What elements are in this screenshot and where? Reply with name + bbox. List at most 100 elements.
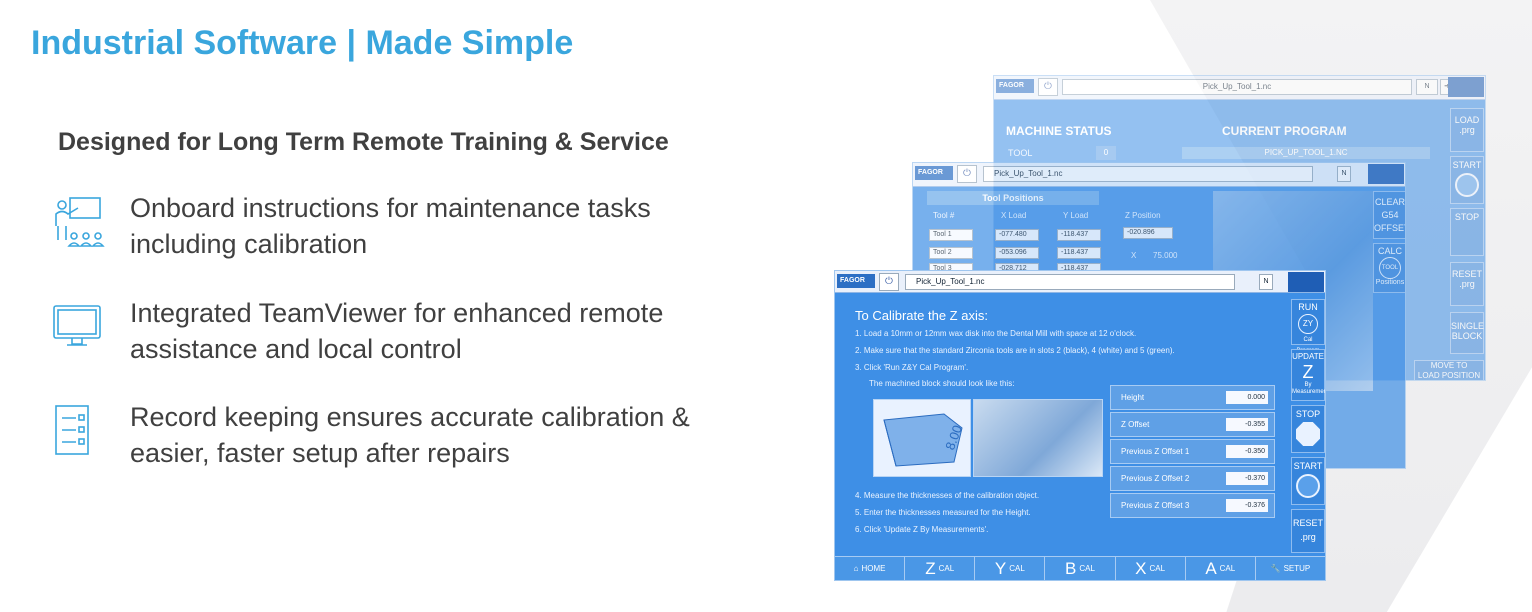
cal-label: CAL: [1219, 564, 1236, 573]
axis-letter: X: [1135, 558, 1147, 578]
step-text: 4. Measure the thicknesses of the calibr…: [855, 491, 1040, 500]
col-header: Tool #: [933, 211, 955, 220]
calc-label: CALC: [1377, 246, 1402, 256]
move-to-label: MOVE TO: [1430, 361, 1468, 370]
machine-photo: [973, 399, 1103, 477]
z-offset-input[interactable]: -0.355: [1226, 418, 1268, 431]
reset-button[interactable]: RESET .prg: [1450, 262, 1484, 306]
z-position-label: Z Position: [1125, 211, 1161, 220]
status-clock: [1288, 272, 1324, 292]
screen-topbar: FAGOR ⏻ Pick_Up_Tool_1.nc N ➜: [994, 76, 1485, 100]
z-label: Z: [1302, 362, 1314, 382]
stop-hand-icon: [1296, 422, 1320, 446]
run-cal-program-button[interactable]: RUN ZY Cal Program: [1291, 299, 1325, 354]
stop-label: STOP: [1454, 212, 1480, 222]
measurements-label: Measurements: [1292, 389, 1325, 395]
stop-button[interactable]: STOP: [1291, 405, 1325, 453]
col-header: Y Load: [1063, 211, 1089, 220]
start-button[interactable]: START: [1291, 457, 1325, 505]
feature-item: Record keeping ensures accurate calibrat…: [130, 399, 690, 471]
offset-row: Previous Z Offset 1 -0.350: [1110, 439, 1275, 464]
start-button[interactable]: START: [1450, 156, 1484, 204]
step-text: The machined block should look like this…: [869, 379, 1015, 388]
tool-positions-title: Tool Positions: [927, 191, 1099, 205]
feature-item: Onboard instructions for maintenance tas…: [130, 190, 651, 262]
mode-indicator: N: [1337, 166, 1351, 182]
a-cal-button[interactable]: A CAL: [1186, 557, 1256, 580]
update-label: UPDATE: [1292, 352, 1324, 361]
prev-offset-1: -0.350: [1226, 445, 1268, 458]
power-icon[interactable]: ⏻: [957, 165, 977, 183]
x-load-field[interactable]: -053.096: [995, 247, 1039, 259]
tool-value: 0: [1096, 146, 1116, 160]
offset-label: Previous Z Offset 3: [1121, 501, 1190, 510]
single-label: SINGLE: [1451, 321, 1485, 331]
offset-label: Z Offset: [1121, 420, 1150, 429]
offset-row: Z Offset -0.355: [1110, 412, 1275, 437]
reset-ext: .prg: [1300, 532, 1316, 542]
by-label: By: [1304, 382, 1312, 388]
cal-label: CAL: [1149, 564, 1166, 573]
x-label: X: [1131, 251, 1137, 260]
power-icon[interactable]: ⏻: [1038, 78, 1058, 96]
program-filename: Pick_Up_Tool_1.nc: [983, 166, 1313, 182]
current-program-title: CURRENT PROGRAM: [1222, 124, 1347, 138]
x-cal-button[interactable]: X CAL: [1116, 557, 1186, 580]
calc-tool-button[interactable]: CALC TOOL Positions: [1373, 243, 1405, 293]
tool-name: Tool 2: [929, 247, 973, 259]
y-load-field[interactable]: -118.437: [1057, 247, 1101, 259]
offset-row: Previous Z Offset 3 -0.376: [1110, 493, 1275, 518]
height-input[interactable]: 0.000: [1226, 391, 1268, 404]
start-label: START: [1452, 160, 1482, 170]
bottom-nav: ⌂ HOME Z CAL Y CAL B CAL X CAL A CAL 🔧 S…: [835, 556, 1325, 580]
x-load-field[interactable]: -077.480: [995, 229, 1039, 241]
b-cal-button[interactable]: B CAL: [1045, 557, 1116, 580]
mode-indicator: N: [1416, 79, 1438, 95]
reset-button[interactable]: RESET .prg: [1291, 509, 1325, 553]
trainer-presentation-icon: [52, 196, 108, 250]
offset-label: Previous Z Offset 1: [1121, 447, 1190, 456]
feature-line: including calibration: [130, 229, 368, 259]
feature-line: easier, faster setup after repairs: [130, 438, 510, 468]
load-ext: .prg: [1459, 125, 1475, 135]
cnc-screen-front: FAGOR ⏻ Pick_Up_Tool_1.nc N To Calibrate…: [834, 270, 1326, 581]
program-filename: Pick_Up_Tool_1.nc: [1062, 79, 1412, 95]
y-cal-button[interactable]: Y CAL: [975, 557, 1046, 580]
step-text: 2. Make sure that the standard Zirconia …: [855, 346, 1175, 355]
g54-label: G54: [1381, 210, 1399, 220]
offset-table: Height 0.000 Z Offset -0.355 Previous Z …: [1110, 385, 1275, 520]
screen-topbar: FAGOR ⏻ Pick_Up_Tool_1.nc N: [835, 271, 1325, 293]
update-z-button[interactable]: UPDATE Z By Measurements: [1291, 349, 1325, 401]
zy-icon: ZY: [1298, 314, 1318, 334]
stop-button[interactable]: STOP: [1450, 208, 1484, 256]
power-icon[interactable]: ⏻: [879, 273, 899, 291]
machined-block-image: 8.00: [873, 399, 971, 477]
step-text: 5. Enter the thicknesses measured for th…: [855, 508, 1031, 517]
offset-label: Height: [1121, 393, 1145, 402]
clear-offset-button[interactable]: CLEAR G54 OFFSET: [1373, 191, 1405, 239]
offset-row: Height 0.000: [1110, 385, 1275, 410]
offset-row: Previous Z Offset 2 -0.370: [1110, 466, 1275, 491]
z-position-field[interactable]: -020.896: [1123, 227, 1173, 239]
positions-label: Positions: [1375, 279, 1405, 286]
axis-letter: B: [1065, 558, 1077, 578]
stop-label: STOP: [1295, 409, 1321, 419]
setup-button[interactable]: 🔧 SETUP: [1256, 557, 1325, 580]
page-title: Industrial Software | Made Simple: [31, 24, 574, 62]
feature-line: assistance and local control: [130, 334, 462, 364]
fagor-logo: FAGOR: [915, 166, 953, 180]
run-label: RUN: [1298, 302, 1318, 312]
clear-label: CLEAR: [1374, 197, 1405, 207]
cal-label: CAL: [1009, 564, 1025, 573]
cal-label: CAL: [938, 564, 955, 573]
block-label: BLOCK: [1451, 331, 1483, 341]
load-button[interactable]: LOAD .prg: [1450, 108, 1484, 152]
home-button[interactable]: ⌂ HOME: [835, 557, 906, 580]
move-to-load-button[interactable]: MOVE TO LOAD POSITION: [1414, 360, 1484, 380]
z-cal-button[interactable]: Z CAL: [905, 557, 976, 580]
monitor-icon: [52, 304, 102, 348]
prev-offset-3: -0.376: [1226, 499, 1268, 512]
y-load-field[interactable]: -118.437: [1057, 229, 1101, 241]
single-block-button[interactable]: SINGLE BLOCK: [1450, 312, 1484, 354]
checklist-icon: [52, 404, 92, 456]
